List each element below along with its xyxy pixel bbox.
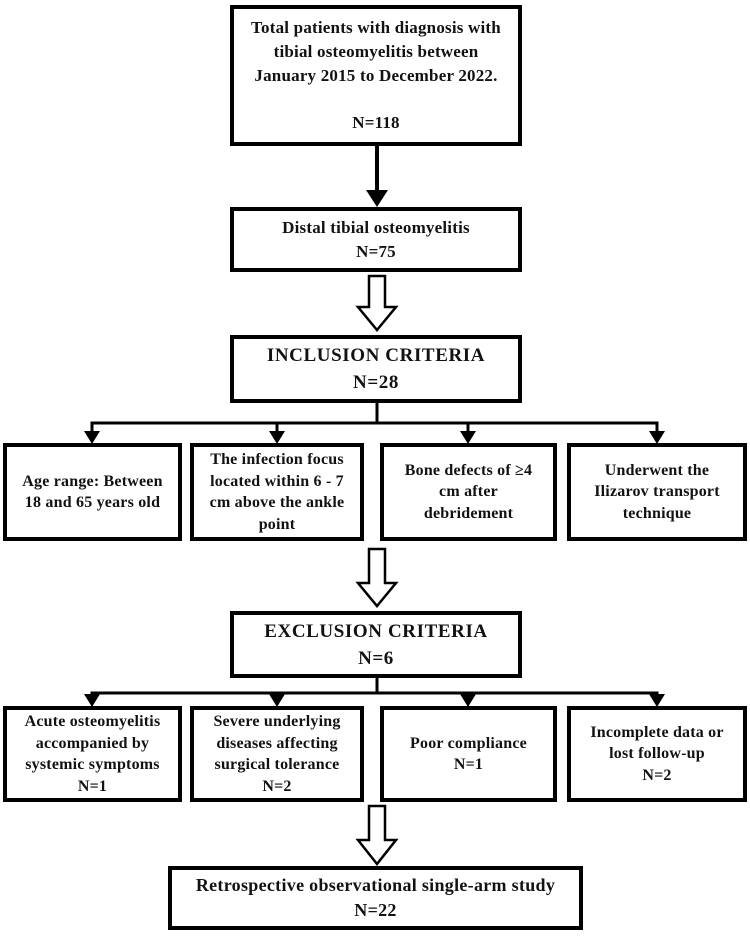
arrow-total-to-distal <box>366 146 388 207</box>
exclusion-acute-text: Acute osteomyelitis accompanied by syste… <box>24 713 161 773</box>
exclusion-title: EXCLUSION CRITERIA <box>264 620 488 642</box>
exclusion-incomplete-n: N=2 <box>642 766 672 784</box>
inclusion-bone-defects-text: Bone defects of ≥4 cm after debridement <box>404 461 533 522</box>
final-study-text: Retrospective observational single-arm s… <box>195 875 556 895</box>
inclusion-age-range-text: Age range: Between 18 and 65 years old <box>22 472 163 512</box>
box-exclusion-incomplete-data: Incomplete data or lost follow-up N=2 <box>567 706 747 802</box>
branch-exclusion-connector <box>84 678 665 707</box>
distal-tibial-n: N=75 <box>356 241 396 261</box>
box-distal-tibial: Distal tibial osteomyelitis N=75 <box>230 207 522 272</box>
exclusion-acute-n: N=1 <box>77 777 108 795</box>
exclusion-severe-n: N=2 <box>262 777 292 795</box>
box-inclusion-criteria: INCLUSION CRITERIA N=28 <box>230 335 522 403</box>
exclusion-incomplete-text: Incomplete data or lost follow-up <box>590 723 724 763</box>
final-study-n: N=22 <box>354 900 397 920</box>
inclusion-infection-focus-text: The infection focus located within 6 - 7… <box>209 451 345 533</box>
block-arrow-exclusion-to-final <box>355 804 399 867</box>
block-arrow-distal-to-inclusion <box>355 274 399 332</box>
box-exclusion-criteria: EXCLUSION CRITERIA N=6 <box>230 611 522 678</box>
exclusion-n: N=6 <box>358 647 394 669</box>
box-exclusion-severe-diseases: Severe underlying diseases affecting sur… <box>190 706 364 802</box>
block-arrow-inclusion-to-exclusion <box>355 547 399 608</box>
box-inclusion-bone-defects: Bone defects of ≥4 cm after debridement <box>380 443 557 541</box>
box-total-patients: Total patients with diagnosis with tibia… <box>230 5 522 146</box>
distal-tibial-text: Distal tibial osteomyelitis <box>282 217 470 237</box>
box-exclusion-poor-compliance: Poor compliance N=1 <box>380 706 557 802</box>
branch-inclusion-connector <box>84 403 665 444</box>
box-exclusion-acute-osteomyelitis: Acute osteomyelitis accompanied by syste… <box>3 706 182 802</box>
exclusion-compliance-n: N=1 <box>453 756 484 773</box>
inclusion-n: N=28 <box>353 372 399 393</box>
box-inclusion-infection-focus: The infection focus located within 6 - 7… <box>190 443 364 541</box>
box-inclusion-ilizarov: Underwent the Ilizarov transport techniq… <box>567 443 747 541</box>
box-inclusion-age-range: Age range: Between 18 and 65 years old <box>3 443 182 541</box>
exclusion-severe-text: Severe underlying diseases affecting sur… <box>213 713 341 773</box>
exclusion-compliance-text: Poor compliance <box>410 734 527 752</box>
inclusion-title: INCLUSION CRITERIA <box>266 345 486 366</box>
box-final-study: Retrospective observational single-arm s… <box>168 866 583 930</box>
total-patients-n: N=118 <box>352 113 400 132</box>
inclusion-ilizarov-text: Underwent the Ilizarov transport techniq… <box>594 461 720 522</box>
total-patients-text: Total patients with diagnosis with tibia… <box>251 18 501 85</box>
